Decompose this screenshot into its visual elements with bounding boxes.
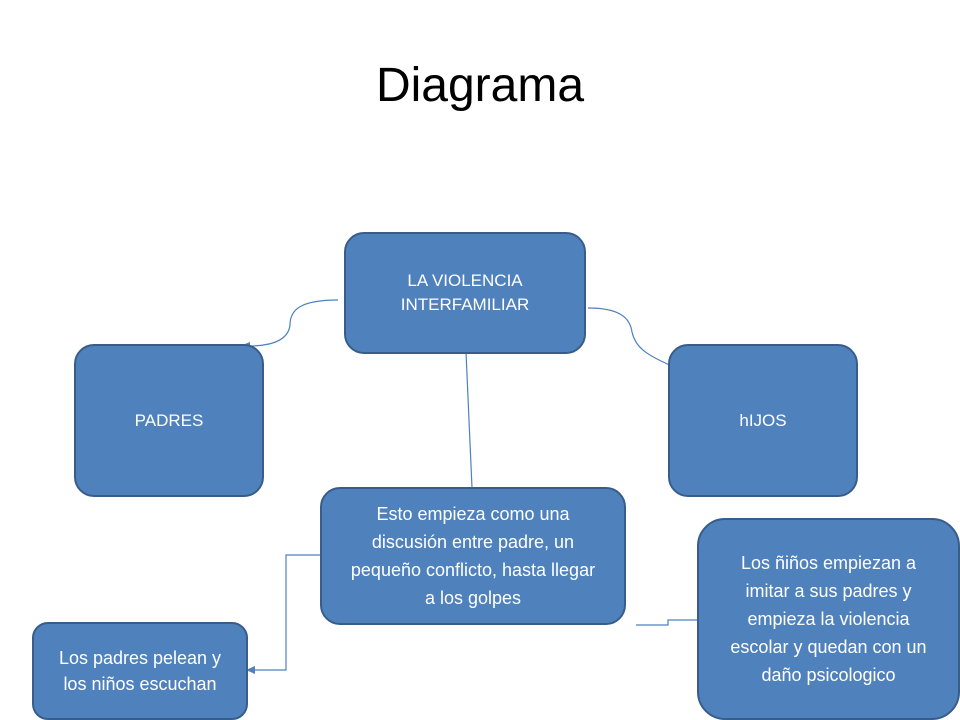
arrowhead-bottom-left xyxy=(246,666,255,674)
connector-middle-to-bottom-left xyxy=(254,554,320,671)
slide-title: Diagrama xyxy=(375,59,585,112)
node-ninos-imitan-label: Los ñiños empiezan a imitar a sus padres… xyxy=(730,553,927,685)
connector-center-to-middle xyxy=(465,351,473,489)
connector-center-to-padres xyxy=(247,299,339,347)
node-hijos: hIJOS xyxy=(668,344,858,497)
node-violencia-interfamiliar: LA VIOLENCIA INTERFAMILIAR xyxy=(344,232,586,354)
node-padres-pelean: Los padres pelean y los niños escuchan xyxy=(32,622,248,720)
node-violencia-interfamiliar-label: LA VIOLENCIA INTERFAMILIAR xyxy=(400,271,530,314)
node-padres: PADRES xyxy=(74,344,264,497)
node-discusion-label: Esto empieza como una discusión entre pa… xyxy=(350,504,596,608)
node-padres-pelean-label: Los padres pelean y los niños escuchan xyxy=(58,648,222,694)
connector-middle-to-bottom-right xyxy=(636,619,704,626)
connector-center-to-hijos xyxy=(587,307,677,369)
node-padres-label: PADRES xyxy=(134,410,204,430)
node-discusion: Esto empieza como una discusión entre pa… xyxy=(320,487,626,625)
node-hijos-label: hIJOS xyxy=(739,410,787,430)
node-ninos-imitan: Los ñiños empiezan a imitar a sus padres… xyxy=(697,518,960,720)
